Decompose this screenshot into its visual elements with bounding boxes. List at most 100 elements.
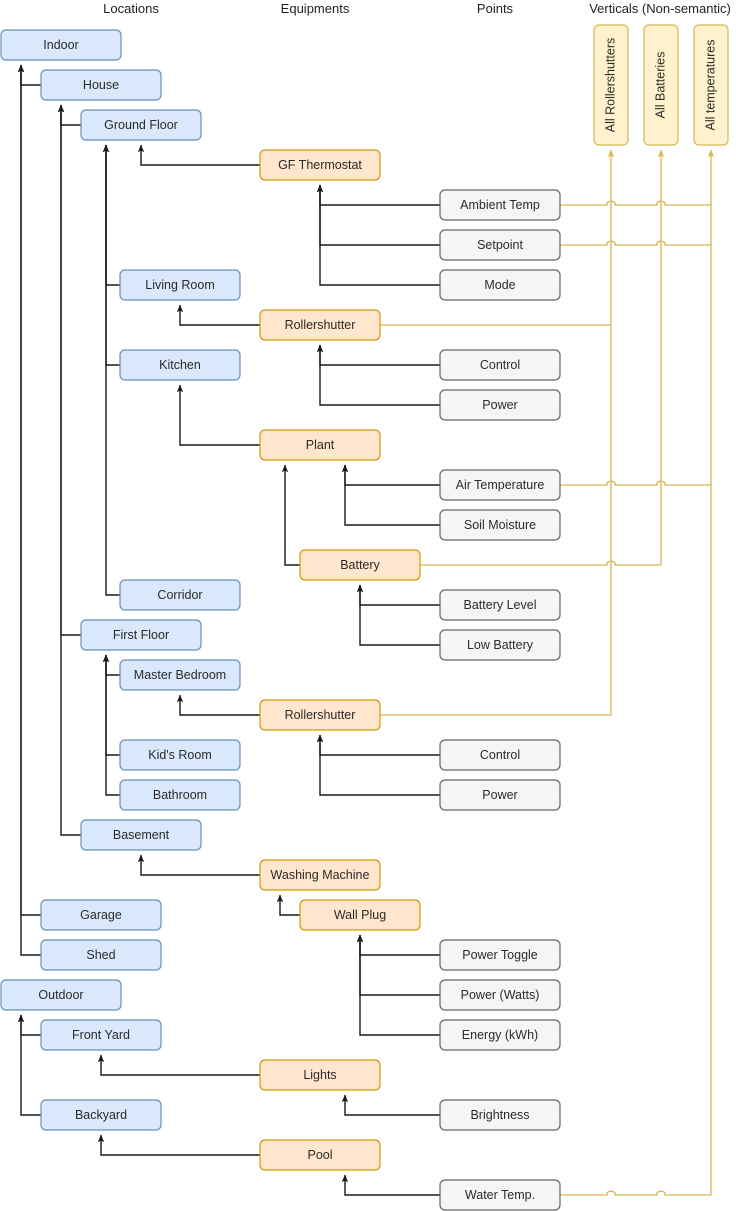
equipment-label: Battery xyxy=(340,558,380,572)
edge xyxy=(57,104,81,126)
column-header-3: Verticals (Non-semantic) xyxy=(589,1,731,16)
edge xyxy=(356,584,440,606)
edge xyxy=(316,184,440,246)
equipment-gf_thermostat[interactable]: GF Thermostat xyxy=(259,149,381,181)
point-energy_kwh[interactable]: Energy (kWh) xyxy=(439,1019,561,1051)
point-low_battery[interactable]: Low Battery xyxy=(439,629,561,661)
edge xyxy=(102,144,120,596)
location-garage[interactable]: Garage xyxy=(40,899,162,931)
location-master_bedroom[interactable]: Master Bedroom xyxy=(119,659,241,691)
vertical-all_rollershutters[interactable]: All Rollershutters xyxy=(593,24,629,146)
location-living_room[interactable]: Living Room xyxy=(119,269,241,301)
point-power_watts[interactable]: Power (Watts) xyxy=(439,979,561,1011)
location-label: Master Bedroom xyxy=(134,668,226,682)
edge xyxy=(356,934,440,1036)
location-indoor[interactable]: Indoor xyxy=(0,29,122,61)
point-label: Water Temp. xyxy=(465,1188,535,1202)
point-control_lr[interactable]: Control xyxy=(439,349,561,381)
equipment-washing_machine[interactable]: Washing Machine xyxy=(259,859,381,891)
edge xyxy=(560,200,711,206)
equipment-rollershutter_mb[interactable]: Rollershutter xyxy=(259,699,381,731)
edge xyxy=(57,104,81,636)
point-soil_moisture[interactable]: Soil Moisture xyxy=(439,509,561,541)
location-label: First Floor xyxy=(113,628,169,642)
location-corridor[interactable]: Corridor xyxy=(119,579,241,611)
location-house[interactable]: House xyxy=(40,69,162,101)
point-air_temperature[interactable]: Air Temperature xyxy=(439,469,561,501)
column-header-1: Equipments xyxy=(281,1,350,16)
edge xyxy=(102,654,120,756)
edge xyxy=(341,1174,440,1196)
edge xyxy=(176,384,260,446)
vertical-label: All Batteries xyxy=(653,52,667,119)
edge xyxy=(316,344,440,366)
point-battery_level[interactable]: Battery Level xyxy=(439,589,561,621)
point-power_mb[interactable]: Power xyxy=(439,779,561,811)
vertical-all_temperatures[interactable]: All temperatures xyxy=(693,24,729,146)
location-bathroom[interactable]: Bathroom xyxy=(119,779,241,811)
edge xyxy=(420,560,661,566)
edge xyxy=(316,734,440,756)
equipment-pool[interactable]: Pool xyxy=(259,1139,381,1171)
equipment-label: GF Thermostat xyxy=(278,158,362,172)
edge xyxy=(341,1094,440,1116)
equipment-plant[interactable]: Plant xyxy=(259,429,381,461)
location-label: Basement xyxy=(113,828,170,842)
column-header-2: Points xyxy=(477,1,514,16)
location-front_yard[interactable]: Front Yard xyxy=(40,1019,162,1051)
point-label: Power xyxy=(482,788,517,802)
location-shed[interactable]: Shed xyxy=(40,939,162,971)
point-label: Ambient Temp xyxy=(460,198,540,212)
equipment-wall_plug[interactable]: Wall Plug xyxy=(299,899,421,931)
edge xyxy=(17,64,41,956)
location-label: Living Room xyxy=(145,278,214,292)
equipment-battery[interactable]: Battery xyxy=(299,549,421,581)
point-power_lr[interactable]: Power xyxy=(439,389,561,421)
equipment-label: Washing Machine xyxy=(271,868,370,882)
location-label: Outdoor xyxy=(38,988,83,1002)
edge xyxy=(560,480,711,486)
location-ground_floor[interactable]: Ground Floor xyxy=(80,109,202,141)
edge xyxy=(17,1014,41,1116)
edge xyxy=(176,694,260,716)
point-setpoint[interactable]: Setpoint xyxy=(439,229,561,261)
point-label: Power xyxy=(482,398,517,412)
location-backyard[interactable]: Backyard xyxy=(40,1099,162,1131)
location-kitchen[interactable]: Kitchen xyxy=(119,349,241,381)
point-label: Setpoint xyxy=(477,238,523,252)
location-kids_room[interactable]: Kid's Room xyxy=(119,739,241,771)
location-outdoor[interactable]: Outdoor xyxy=(0,979,122,1011)
point-label: Energy (kWh) xyxy=(462,1028,538,1042)
equipment-label: Plant xyxy=(306,438,335,452)
vertical-all_batteries[interactable]: All Batteries xyxy=(643,24,679,146)
equipment-label: Wall Plug xyxy=(334,908,386,922)
point-mode[interactable]: Mode xyxy=(439,269,561,301)
point-power_toggle[interactable]: Power Toggle xyxy=(439,939,561,971)
point-water_temp[interactable]: Water Temp. xyxy=(439,1179,561,1211)
equipment-rollershutter_lr[interactable]: Rollershutter xyxy=(259,309,381,341)
point-label: Mode xyxy=(484,278,515,292)
equipment-lights[interactable]: Lights xyxy=(259,1059,381,1091)
column-header-0: Locations xyxy=(103,1,159,16)
vertical-label: All temperatures xyxy=(703,39,717,130)
point-control_mb[interactable]: Control xyxy=(439,739,561,771)
location-label: Kitchen xyxy=(159,358,201,372)
point-brightness[interactable]: Brightness xyxy=(439,1099,561,1131)
point-ambient_temp[interactable]: Ambient Temp xyxy=(439,189,561,221)
point-label: Power (Watts) xyxy=(461,988,540,1002)
location-basement[interactable]: Basement xyxy=(80,819,202,851)
location-label: Kid's Room xyxy=(148,748,212,762)
edge xyxy=(176,304,260,326)
edge xyxy=(137,144,260,166)
edge xyxy=(97,1134,260,1156)
location-label: Ground Floor xyxy=(104,118,178,132)
equipment-label: Pool xyxy=(307,1148,332,1162)
location-first_floor[interactable]: First Floor xyxy=(80,619,202,651)
edge xyxy=(102,144,120,286)
edge xyxy=(316,184,440,286)
location-label: Backyard xyxy=(75,1108,127,1122)
vertical-edges xyxy=(380,149,715,1196)
edge xyxy=(356,934,440,996)
point-label: Power Toggle xyxy=(462,948,538,962)
